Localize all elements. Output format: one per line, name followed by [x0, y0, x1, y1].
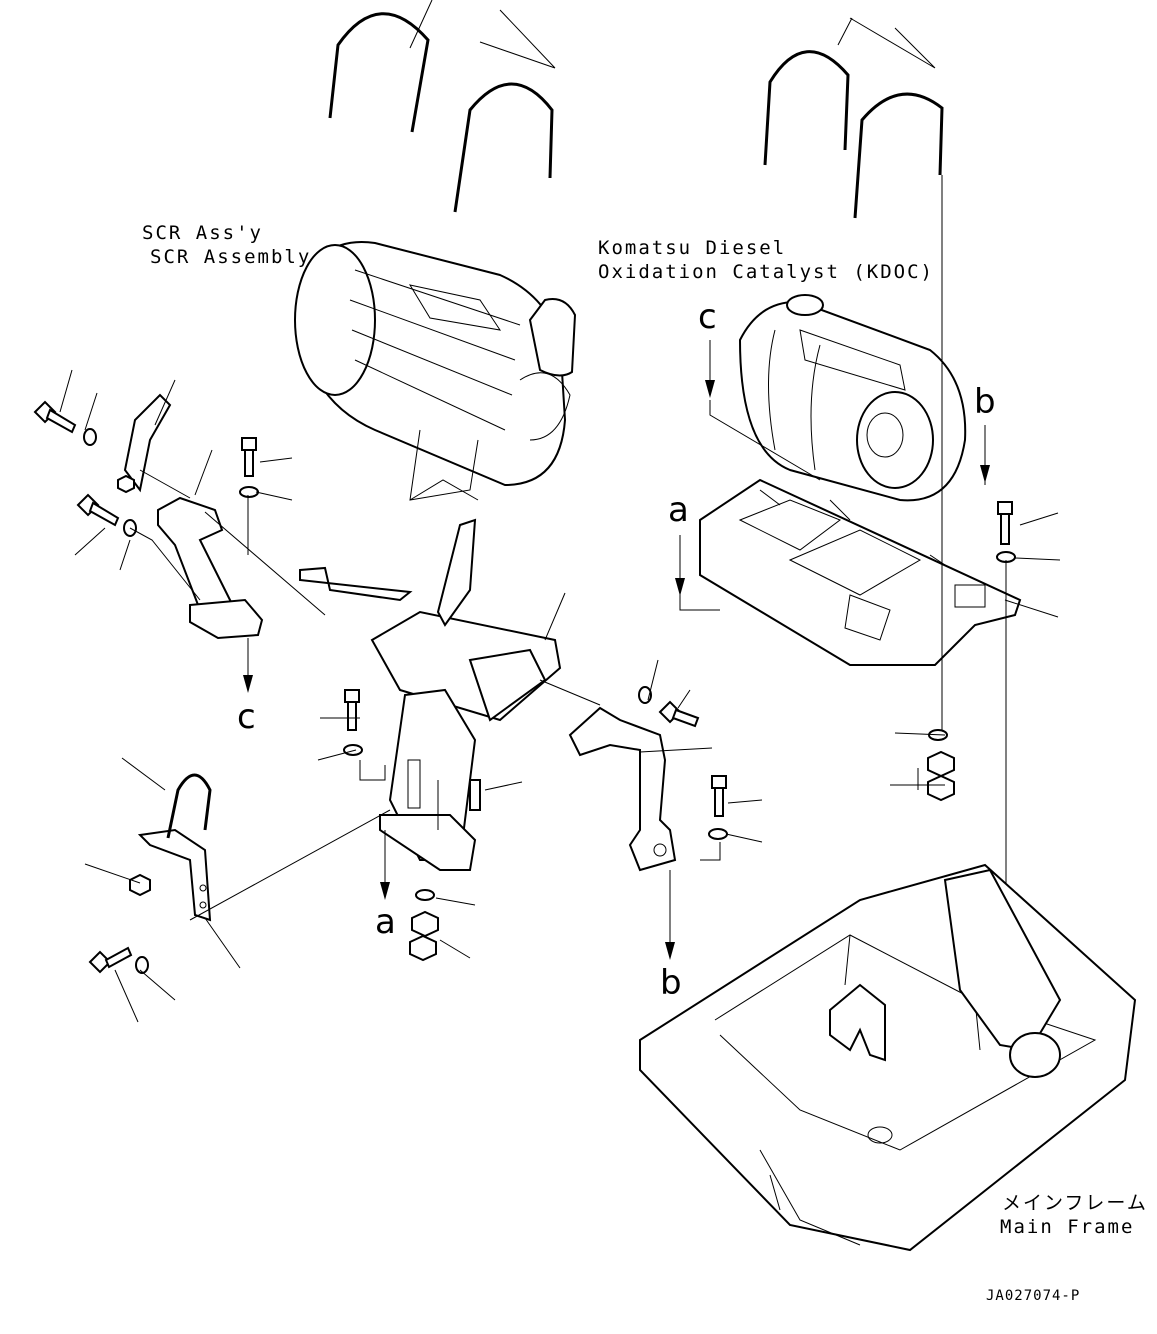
left-upper-bracket: [123, 393, 264, 640]
drawing-code: JA027074-P: [986, 1288, 1081, 1304]
ref-letter-c-kdoc: c: [698, 297, 717, 337]
center-bracket: [299, 518, 562, 871]
u-bolt-icon: [763, 50, 944, 219]
nut-icon: [117, 474, 955, 962]
ref-letter-a-bracket: a: [375, 902, 396, 942]
main-frame: [639, 863, 1137, 1252]
right-bracket: [568, 706, 677, 872]
arrow-down-icon: [243, 340, 990, 960]
main-frame-label-en: Main Frame: [1000, 1216, 1135, 1238]
bolt-icon: [33, 400, 1013, 974]
ref-letter-b-bracket: b: [660, 963, 682, 1003]
kdoc-label-line1: Komatsu Diesel: [598, 237, 787, 259]
scr-assembly: [294, 241, 577, 501]
u-bolt-icon: [328, 12, 554, 213]
ref-letter-a-plate: a: [668, 490, 689, 530]
ref-letter-b-kdoc: b: [974, 382, 996, 422]
kdoc-catalyst: [738, 294, 967, 502]
ref-letter-c-bracket: c: [237, 697, 256, 737]
scr-assembly-label-en: SCR Assembly: [150, 246, 312, 268]
kdoc-mounting-plate: [699, 478, 1022, 666]
washer-icon: [83, 428, 1016, 974]
scr-assembly-label-ja: SCR Ass'y: [142, 222, 263, 244]
main-frame-label-ja: メインフレーム: [1002, 1192, 1148, 1214]
kdoc-label-line2: Oxidation Catalyst (KDOC): [598, 261, 934, 283]
left-lower-bracket: [137, 773, 212, 922]
